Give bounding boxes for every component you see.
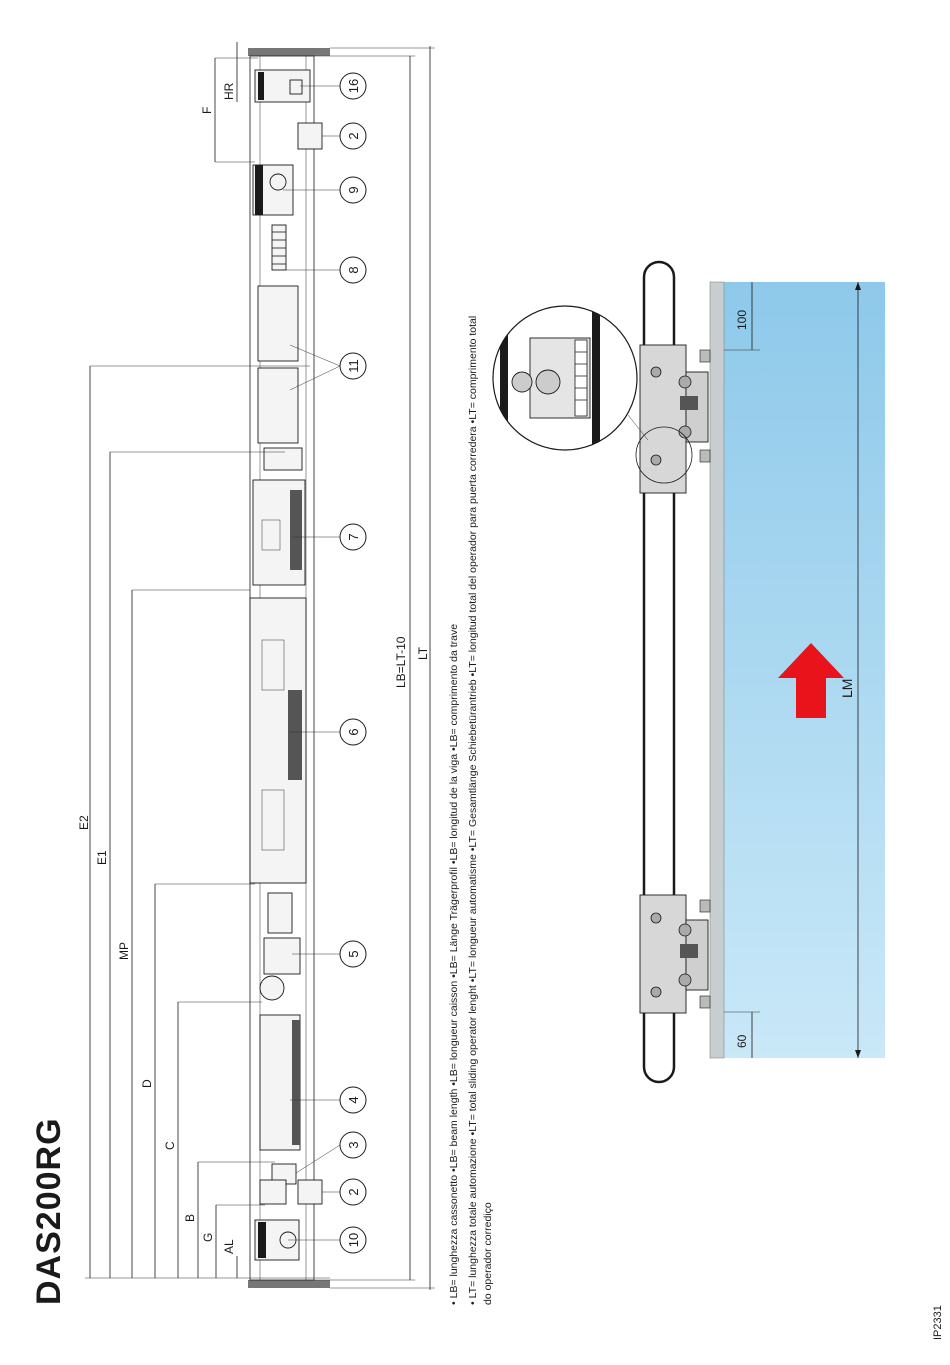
part-num-11: 11 [346, 359, 361, 373]
part-num-4: 4 [346, 1096, 361, 1103]
dim-100: 100 [735, 310, 749, 330]
operator-drawing [248, 48, 330, 1288]
part-11-block-b [257, 367, 299, 444]
part-num-8: 8 [346, 266, 361, 273]
dim-hr: HR [222, 82, 236, 100]
dim-lt: LT [416, 646, 430, 660]
part-2-top-block [297, 122, 323, 150]
dim-e2: E2 [77, 815, 91, 830]
magnified-detail [492, 305, 649, 451]
part-2-bottom-block-b [297, 1179, 323, 1205]
drawing-code: IP2331 [932, 1305, 944, 1340]
part-num-6: 6 [346, 728, 361, 735]
legend-line-3: do operador corrediço [482, 1202, 494, 1305]
part-num-16: 16 [346, 79, 361, 93]
dim-60: 60 [735, 1034, 749, 1048]
dim-b: B [183, 1214, 197, 1222]
part-num-10: 10 [346, 1233, 361, 1247]
door-detail: 100 60 LM [492, 260, 885, 1084]
part-num-3: 3 [346, 1141, 361, 1148]
dim-al: AL [222, 1239, 236, 1254]
dim-c: C [163, 1141, 177, 1150]
part-2-bottom-block-a [259, 1179, 287, 1205]
dim-e1: E1 [95, 850, 109, 865]
part-num-2-top: 2 [346, 132, 361, 139]
part-8-spring [271, 224, 287, 271]
dimension-labels: E2 E1 MP D C B G AL F HR LB=LT-10 LT [77, 82, 430, 1254]
part-7-control-unit [252, 479, 306, 586]
part-num-2-bottom: 2 [346, 1188, 361, 1195]
end-cap-top [248, 48, 330, 56]
part-num-5: 5 [346, 950, 361, 957]
dim-mp: MP [117, 942, 131, 960]
direction-arrow [778, 643, 844, 718]
part-callouts: 16 2 9 8 11 7 6 5 4 3 2 10 [283, 72, 367, 1254]
end-cap-bottom [248, 1280, 330, 1288]
upper-carriage [635, 344, 711, 494]
dim-d: D [140, 1079, 154, 1088]
part-11-block-a [257, 285, 299, 362]
lower-carriage [639, 894, 711, 1014]
dim-lm: LM [839, 679, 855, 698]
door-profile [709, 281, 725, 1059]
part-4-battery [259, 1014, 301, 1151]
dim-f: F [200, 107, 214, 114]
dimension-lines [85, 42, 435, 1290]
product-title: DAS200RG [30, 1117, 68, 1305]
legend-line-1: • LB= lunghezza cassonetto •LB= beam len… [448, 624, 460, 1305]
part-5-motor [259, 892, 301, 1001]
legend-line-2: • LT= lunghezza totale automazione •LT= … [467, 316, 479, 1305]
part-num-9: 9 [346, 186, 361, 193]
part-6-electronic-board [249, 597, 307, 884]
dim-g: G [201, 1233, 215, 1242]
part-num-7: 7 [346, 533, 361, 540]
dim-lb: LB=LT-10 [394, 636, 408, 688]
